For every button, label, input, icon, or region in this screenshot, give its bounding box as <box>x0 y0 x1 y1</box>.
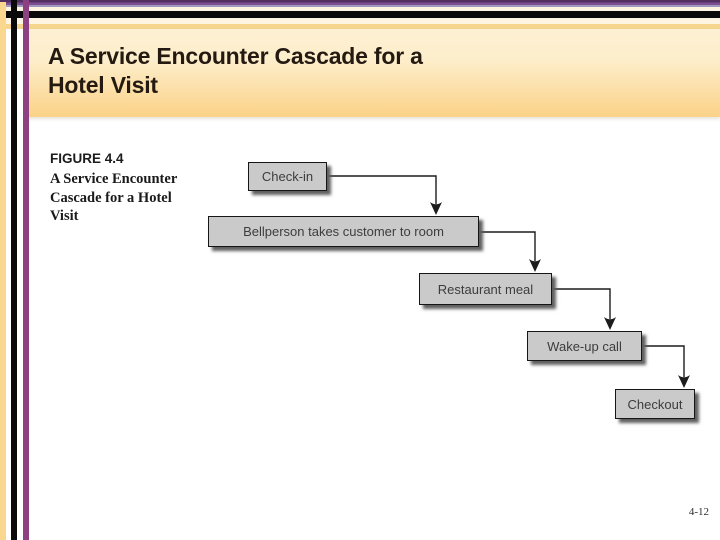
arrowhead-down-icon <box>678 375 690 388</box>
figure-label: FIGURE 4.4 <box>50 151 124 166</box>
arrowhead-down-icon <box>604 317 616 330</box>
page-number: 4-12 <box>688 506 709 518</box>
left-purple-stripe <box>23 0 29 540</box>
flow-step-wake-up-call: Wake-up call <box>527 331 642 361</box>
slide-title-line1: A Service Encounter Cascade for a <box>48 43 423 69</box>
slide-title-line2: Hotel Visit <box>48 71 158 98</box>
figure-caption-line3: Visit <box>50 208 79 224</box>
tan-accent-band <box>0 24 720 29</box>
left-orange-stripe <box>0 2 6 540</box>
connector-wakeup-to-checkout <box>642 345 685 377</box>
arrowhead-down-icon <box>529 259 541 272</box>
flow-step-bellperson: Bellperson takes customer to room <box>208 216 479 247</box>
flow-step-check-in: Check-in <box>248 162 327 191</box>
connector-checkin-to-bellperson <box>327 175 437 204</box>
top-black-line <box>6 11 720 18</box>
figure-caption-line1: A Service Encounter <box>50 171 178 187</box>
top-purple-line <box>0 0 720 5</box>
figure-caption-line2: Cascade for a Hotel <box>50 189 172 206</box>
figure-caption: FIGURE 4.4 A Service Encounter Cascade f… <box>50 151 210 226</box>
top-slate-line <box>0 5 720 7</box>
flow-step-checkout: Checkout <box>615 389 695 419</box>
slide-title: A Service Encounter Cascade for a Hotel … <box>48 42 668 99</box>
left-black-stripe <box>11 0 17 540</box>
arrowhead-down-icon <box>430 202 442 215</box>
connector-restaurant-to-wakeup <box>552 288 611 319</box>
flow-step-restaurant-meal: Restaurant meal <box>419 273 552 305</box>
connector-bellperson-to-restaurant <box>479 231 536 261</box>
title-banner <box>25 29 720 117</box>
